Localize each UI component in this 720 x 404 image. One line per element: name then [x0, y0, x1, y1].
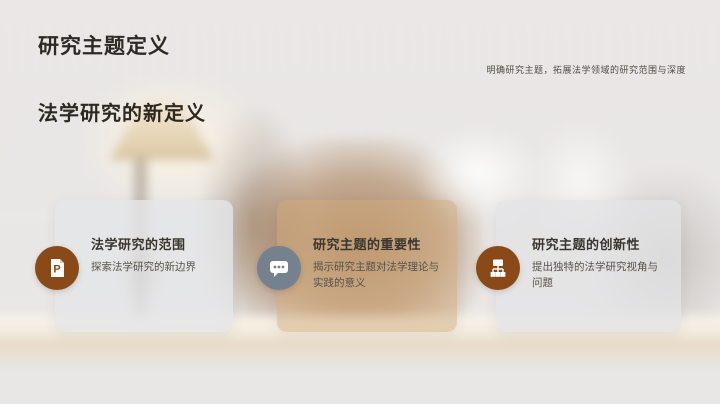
card-description: 探索法学研究的新边界 [91, 261, 196, 273]
card-description: 揭示研究主题对法学理论与实践的意义 [313, 261, 439, 290]
chat-ellipsis-icon [257, 246, 301, 290]
card-topic-importance: 研究主题的重要性 揭示研究主题对法学理论与实践的意义 [257, 200, 457, 332]
foreground-floor [0, 364, 720, 404]
slide-subtitle: 法学研究的新定义 [38, 103, 206, 125]
header-note: 明确研究主题，拓展法学领域的研究范围与深度 [486, 65, 686, 75]
desk-edge-line [0, 360, 720, 362]
card-title: 法学研究的范围 [91, 237, 186, 252]
card-research-scope: P 法学研究的范围 探索法学研究的新边界 [35, 200, 233, 332]
org-chart-icon [476, 246, 520, 290]
card-title: 研究主题的重要性 [313, 237, 422, 252]
card-description: 提出独特的法学研究视角与问题 [532, 261, 658, 290]
card-title: 研究主题的创新性 [532, 237, 641, 252]
svg-text:P: P [53, 264, 60, 276]
page-title: 研究主题定义 [38, 35, 170, 58]
card-topic-innovation: 研究主题的创新性 提出独特的法学研究视角与问题 [476, 200, 681, 332]
document-p-icon: P [35, 246, 79, 290]
